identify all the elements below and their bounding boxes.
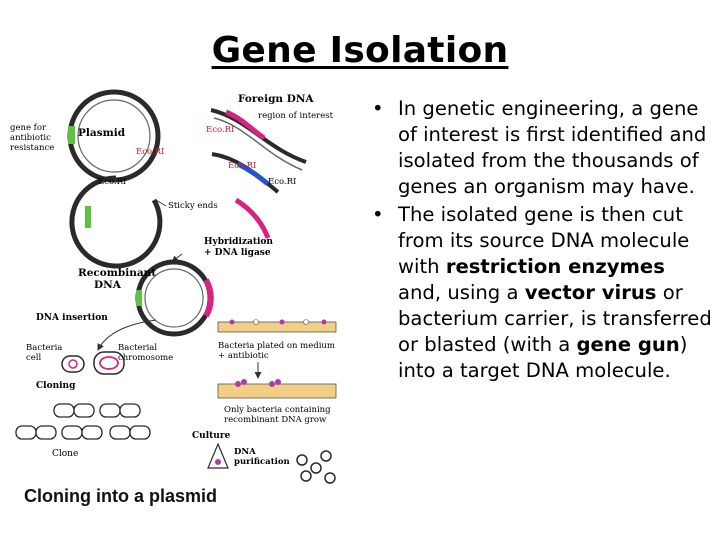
flask-icon <box>207 442 229 469</box>
bacterial-chromosome-label-2: chromosome <box>118 353 173 363</box>
eco-ri-label-b: Eco.RI <box>228 161 256 171</box>
bacterial-chromosome-label-1: Bacterial <box>118 343 157 353</box>
plasmid-label: Plasmid <box>78 127 126 139</box>
foreign-dna <box>210 108 307 194</box>
slide-title: Gene Isolation <box>211 30 509 71</box>
bacteria-cell-label-1: Bacteria <box>26 343 62 353</box>
bullet-text-2c: or bacterium carrier, is transferred or … <box>398 281 712 356</box>
resistance-label-3: resistance <box>10 143 54 153</box>
bullet-text-2d: ) into a target DNA molecule. <box>398 333 688 382</box>
insert-segment <box>234 197 271 239</box>
eco-ri-label-a: Eco.RI <box>206 125 234 135</box>
plated-label-2: + antibiotic <box>218 351 269 361</box>
bullet-list: • In genetic engineering, a gene of inte… <box>358 96 714 386</box>
bullet-item-1: • In genetic engineering, a gene of inte… <box>358 96 714 200</box>
cloning-diagram-svg: Plasmid gene for antibiotic resistance E… <box>10 89 337 484</box>
purification-label-1: DNA <box>234 447 256 457</box>
foreign-dna-label: Foreign DNA <box>238 93 314 105</box>
resistance-label-2: antibiotic <box>10 133 51 143</box>
purified-plasmids <box>296 450 336 484</box>
bullet-term-gene-gun: gene gun <box>576 333 680 356</box>
bullet-text-2a: The isolated gene is then cut from its s… <box>398 203 690 278</box>
bacteria-cell-label-2: cell <box>26 353 42 363</box>
hybridization-label-1: Hybridization <box>204 237 273 247</box>
resistance-label-1: gene for <box>10 123 47 133</box>
clone-label: Clone <box>52 449 78 459</box>
sticky-ends-label: Sticky ends <box>168 201 218 211</box>
eco-ri-left-label: Eco.RI <box>98 177 126 187</box>
bullet-item-2: • The isolated gene is then cut from its… <box>358 202 714 384</box>
bullet-marker: • <box>372 203 384 226</box>
dna-insertion-label: DNA insertion <box>36 313 108 323</box>
hybridization-label-2: + DNA ligase <box>204 248 271 258</box>
cloning-label: Cloning <box>36 381 76 391</box>
recombinant-label-2: DNA <box>94 279 122 291</box>
plated-label-1: Bacteria plated on medium <box>218 341 335 351</box>
bullet-text-1: In genetic engineering, a gene of intere… <box>398 97 707 198</box>
eco-ri-plasmid-label: Eco.RI <box>136 147 164 157</box>
eco-ri-label-c: Eco.RI <box>268 177 296 187</box>
bullet-text-2b: and, using a <box>398 281 525 304</box>
only-bacteria-label-1: Only bacteria containing <box>224 405 331 415</box>
bullet-term-vector-virus: vector virus <box>524 281 657 304</box>
bullet-term-restriction-enzymes: restriction enzymes <box>445 255 665 278</box>
purification-label-2: purification <box>234 457 290 467</box>
clone-cells-row-1 <box>53 403 141 418</box>
only-bacteria-label-2: recombinant DNA grow <box>224 415 327 425</box>
bacteria-cells <box>61 351 125 375</box>
agar-plate-1 <box>217 319 337 333</box>
clone-cells-row-2 <box>15 425 151 440</box>
bullet-marker: • <box>372 97 384 120</box>
figure-caption: Cloning into a plasmid <box>24 486 217 506</box>
region-of-interest-label: region of interest <box>258 111 334 121</box>
recombinant-label-1: Recombinant <box>78 267 156 279</box>
cloning-diagram: Plasmid gene for antibiotic resistance E… <box>6 88 356 520</box>
resistance-gene-marker <box>68 126 75 144</box>
agar-plate-2 <box>217 379 337 399</box>
recombinant-plasmid <box>135 259 214 337</box>
culture-label: Culture <box>192 431 231 441</box>
cut-plasmid <box>69 175 163 269</box>
